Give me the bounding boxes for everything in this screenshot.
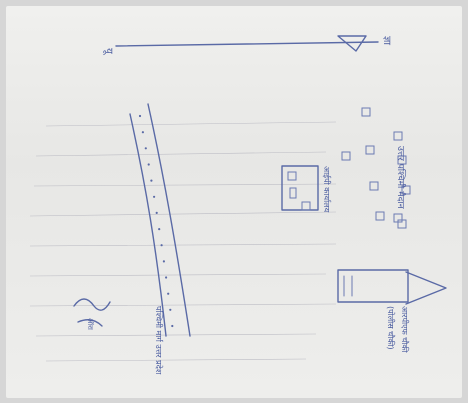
scattered-square <box>375 211 385 221</box>
paper-sheet: यू ज्ञा पश्चिमी मार्ग उत्तर प्रदेश आईपी … <box>6 6 462 398</box>
road-label: पश्चिमी मार्ग उत्तर प्रदेश <box>154 306 164 375</box>
road-dot <box>144 147 147 150</box>
scattered-square <box>401 185 411 195</box>
top-left-marker: यू <box>103 48 114 56</box>
scattered-square <box>341 151 351 161</box>
road-dot <box>153 195 156 198</box>
signature-scribble <box>73 298 111 327</box>
road-dot <box>162 260 165 263</box>
scattered-square <box>397 219 407 229</box>
top-right-flag-icon <box>337 35 367 52</box>
bottom-right-sub: (पोलीस चौकी) <box>386 306 396 350</box>
scattered-square <box>361 107 371 117</box>
road <box>129 103 191 337</box>
top-boundary-line <box>115 35 379 52</box>
road-dot <box>160 244 163 247</box>
signature-label: ऑरा <box>86 318 95 330</box>
bottom-right-label: आरपीएफ चौकी <box>400 306 410 353</box>
office-box <box>281 165 319 211</box>
road-dot <box>147 163 150 166</box>
top-right-marker: ज्ञा <box>381 36 392 45</box>
bleed-through-lines <box>29 121 337 362</box>
road-dot <box>165 276 168 279</box>
road-dot <box>167 292 170 295</box>
scattered-square <box>365 145 375 155</box>
box-label: आईपी कार्यालय <box>322 166 332 213</box>
scattered-square <box>397 155 407 165</box>
road-dot <box>169 308 172 311</box>
hand-drawn-map-sketch: यू ज्ञा पश्चिमी मार्ग उत्तर प्रदेश आईपी … <box>29 35 447 375</box>
main-caption: उत्तर पश्चिमी मैदान <box>395 146 407 210</box>
scattered-squares <box>341 107 411 229</box>
road-dots <box>138 114 174 328</box>
road-dot <box>158 228 161 231</box>
scattered-square <box>369 181 379 191</box>
scattered-square <box>393 131 403 141</box>
road-dot <box>171 324 174 328</box>
road-dot <box>141 131 144 134</box>
road-dot <box>138 114 142 118</box>
police-post <box>337 269 447 305</box>
road-dot <box>155 211 158 214</box>
road-dot <box>150 179 153 182</box>
